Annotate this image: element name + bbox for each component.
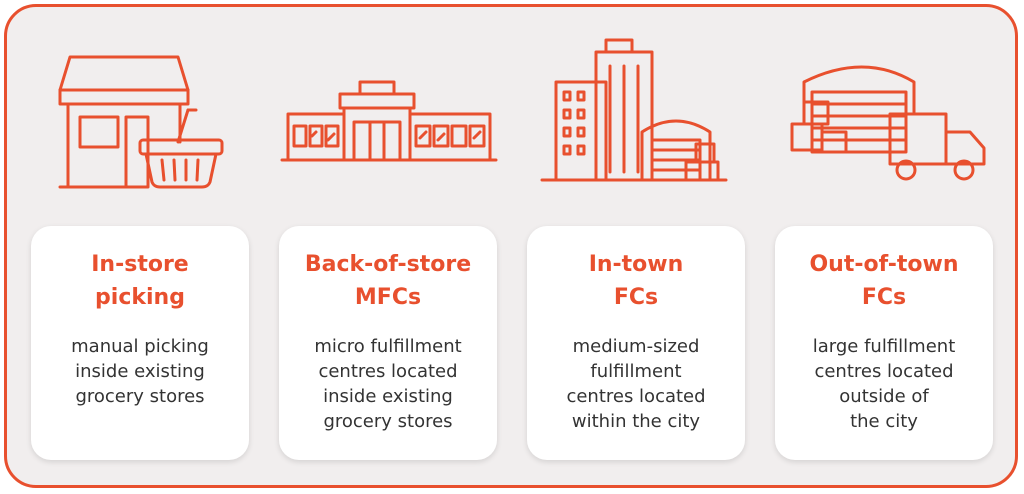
card-title: Back-of-store MFCs: [304, 252, 472, 310]
card-out-of-town-fcs: Out-of-town FCs large fulfillment centre…: [775, 226, 993, 460]
card-in-store-picking: In-store picking manual picking inside e…: [31, 226, 249, 460]
store-basket-icon: [30, 32, 250, 192]
card-in-town-fcs: In-town FCs medium-sized fulfillment cen…: [527, 226, 745, 460]
card-description: manual picking inside existing grocery s…: [71, 336, 209, 407]
storefront-building-icon: [278, 32, 498, 192]
city-buildings-warehouse-icon: [526, 32, 746, 192]
card-description: medium-sized fulfillment centres located…: [566, 336, 706, 432]
card-description: micro fulfillment centres located inside…: [314, 336, 462, 432]
warehouse-truck-icon: [774, 32, 994, 192]
card-title: In-store picking: [91, 252, 189, 310]
card-title: Out-of-town FCs: [809, 252, 959, 310]
card-back-of-store-mfcs: Back-of-store MFCs micro fulfillment cen…: [279, 226, 497, 460]
card-title: In-town FCs: [588, 252, 684, 310]
card-description: large fulfillment centres located outsid…: [812, 336, 956, 432]
